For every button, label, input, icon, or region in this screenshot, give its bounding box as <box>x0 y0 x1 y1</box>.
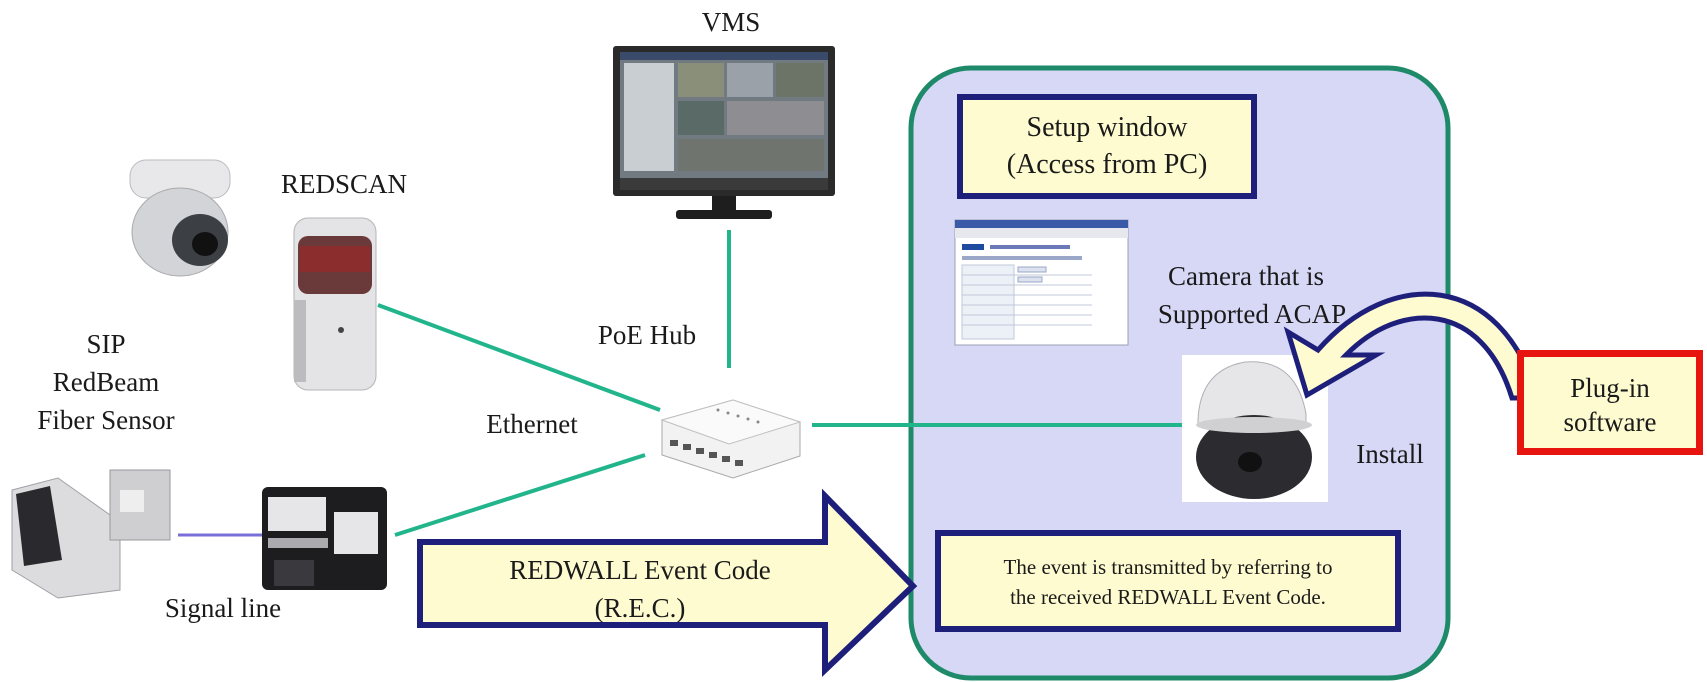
redbeam-label: RedBeam <box>52 367 160 397</box>
cable-redscan-hub <box>377 303 661 412</box>
redscan-sensor-icon <box>293 217 377 391</box>
sip-label: SIP <box>86 329 126 359</box>
setup-window-line2: (Access from PC) <box>1006 149 1208 180</box>
setup-window-line1: Setup window <box>1026 112 1188 143</box>
cable-sip-hub <box>394 453 646 537</box>
rec-arrow-line1: REDWALL Event Code <box>509 555 771 585</box>
dome-camera-icon <box>129 159 231 277</box>
setup-window-box: Setup window (Access from PC) <box>957 94 1257 199</box>
camera-label-line2: Supported ACAP <box>1157 299 1347 329</box>
event-box-line1: The event is transmitted by referring to <box>1003 555 1333 579</box>
install-label: Install <box>1356 439 1424 469</box>
fiber-sensor-controller-icon <box>262 487 387 590</box>
ethernet-label: Ethernet <box>486 409 578 439</box>
ethernet-cables <box>377 230 1185 537</box>
camera-label-line1: Camera that is <box>1168 261 1324 291</box>
plugin-line1: Plug-in <box>1570 373 1650 403</box>
plugin-software-box: Plug-in software <box>1517 350 1703 455</box>
vms-label: VMS <box>701 7 761 37</box>
event-box-line2: the received REDWALL Event Code. <box>1010 585 1326 609</box>
vms-monitor-icon <box>613 46 835 219</box>
install-arrow <box>1283 291 1542 401</box>
rec-arrow-shape <box>417 488 918 678</box>
poe-hub-icon <box>660 399 802 479</box>
setup-window-screenshot-icon <box>954 219 1129 346</box>
fiber-sensor-label: Fiber Sensor <box>37 405 175 435</box>
plugin-line2: software <box>1563 407 1657 437</box>
event-box: The event is transmitted by referring to… <box>935 530 1401 632</box>
rec-arrow-line2: (R.E.C.) <box>594 593 686 623</box>
redscan-label: REDSCAN <box>280 169 408 199</box>
signal-line-label: Signal line <box>164 593 282 623</box>
redbeam-sensor-icon <box>11 469 171 599</box>
poe-hub-label: PoE Hub <box>597 320 697 350</box>
acap-camera-icon <box>1182 355 1328 502</box>
